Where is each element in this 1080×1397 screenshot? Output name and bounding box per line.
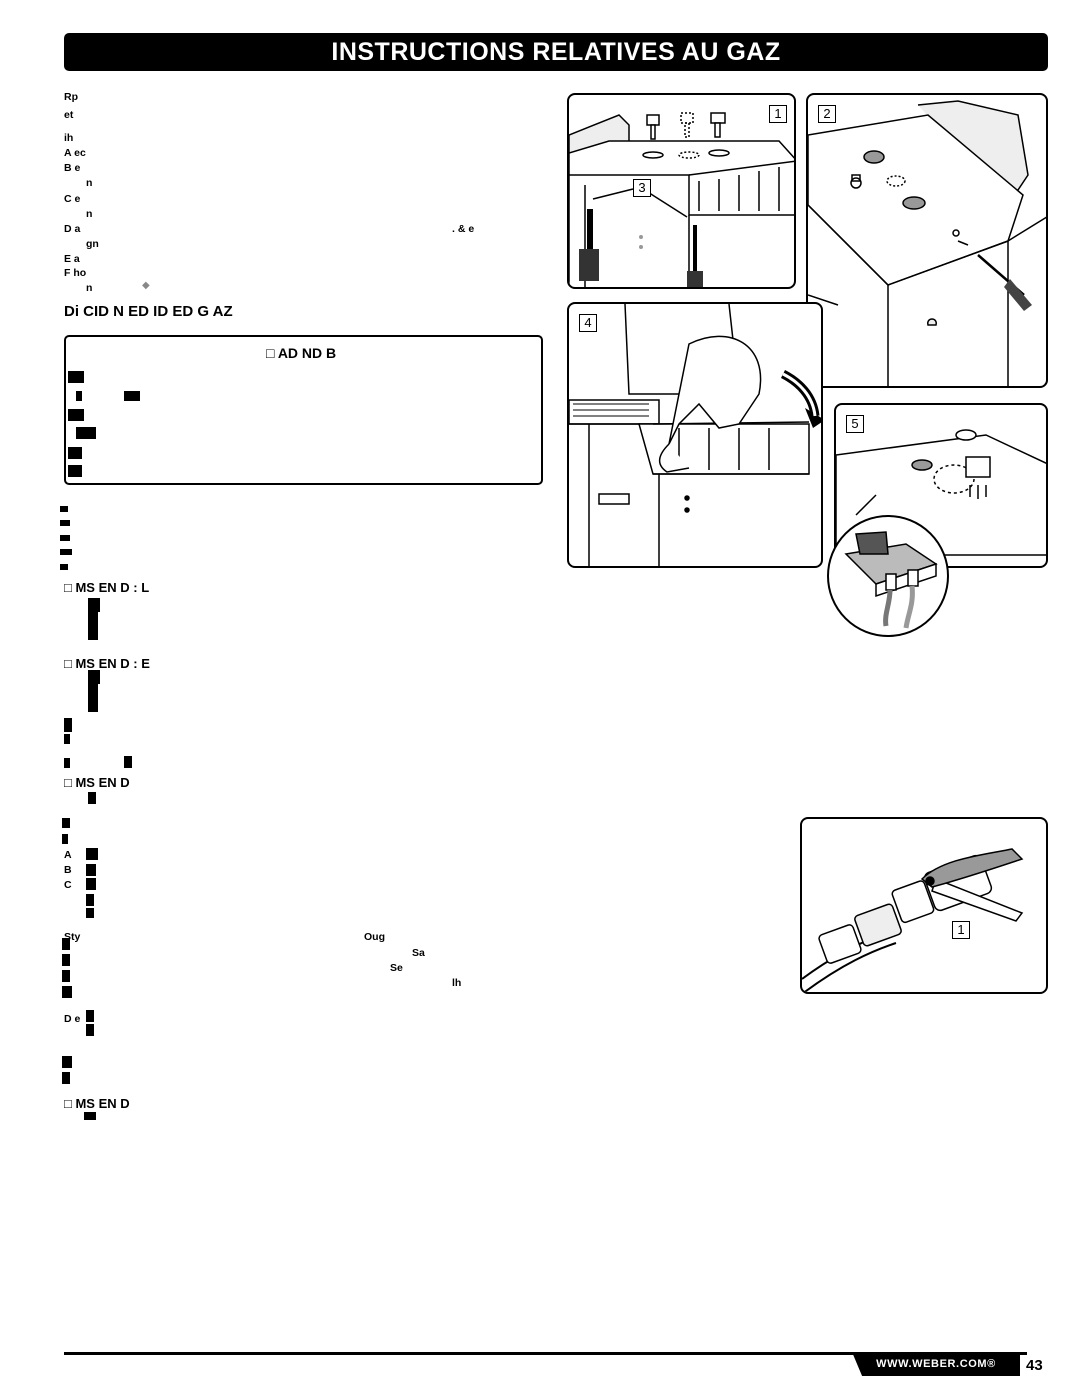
body-word: Sa [412,947,425,959]
grill-underside-illustration [808,100,1046,386]
body-word: Sty [64,931,81,943]
body-line: n [86,208,93,220]
body-line: gn [86,238,99,250]
figure-callout-1b: 1 [952,921,970,939]
warning-box: □ AD ND B [64,335,543,485]
warning-box-text-marks [68,371,140,477]
body-line: C e [64,193,81,205]
sub-letter: B [64,864,72,876]
body-line: D a [64,223,81,235]
step-heading: □ MS EN D : L [64,580,150,595]
footer-rule [64,1352,1027,1355]
page-number: 43 [1026,1357,1043,1374]
section-heading: Di CID N ED ID ED G AZ [64,303,233,320]
body-line: F ho [64,267,87,279]
sub-letter: C [64,879,72,891]
body-word: Se [390,962,403,974]
figure-callout-2: 2 [818,105,836,123]
step-heading: □ MS EN D [64,1096,130,1111]
body-word: lh [452,977,462,989]
figure-callout-3: 3 [633,179,651,197]
body-line: n [86,177,93,189]
body-line: et [64,109,74,121]
figure-panel-knobs: 1 3 [567,93,796,289]
warning-box-title: □ AD ND B [266,345,337,361]
footer-url[interactable]: WWW.WEBER.COM® [852,1352,1020,1376]
valve-magnifier-illustration [827,515,949,637]
body-line: A ec [64,147,86,159]
figure-callout-4: 4 [579,314,597,332]
body-line: E a [64,253,80,265]
body-line: Rp [64,91,78,103]
figure-panel-gas-valve: 1 [800,817,1048,994]
figure-callout-5: 5 [846,415,864,433]
step-heading: □ MS EN D [64,775,130,790]
figure-panel-lift: 4 [567,302,823,568]
body-line: n [86,282,93,294]
body-line: D e [64,1013,81,1025]
grill-knobs-illustration [569,112,794,287]
figure-panel-underside: 2 [806,93,1048,388]
diamond-bullet-icon: ◆ [142,280,150,291]
body-line: B e [64,162,81,174]
step-heading: □ MS EN D : E [64,656,150,671]
section-title-banner: INSTRUCTIONS RELATIVES AU GAZ [64,33,1048,71]
gas-valve-illustration [802,848,1024,992]
sub-letter: A [64,849,72,861]
body-line: ih [64,132,74,144]
figure-callout-1: 1 [769,105,787,123]
body-word: Oug [364,931,385,943]
body-text-marks [60,506,132,1120]
lift-panel-illustration [569,304,821,566]
body-line: . & e [452,223,475,235]
